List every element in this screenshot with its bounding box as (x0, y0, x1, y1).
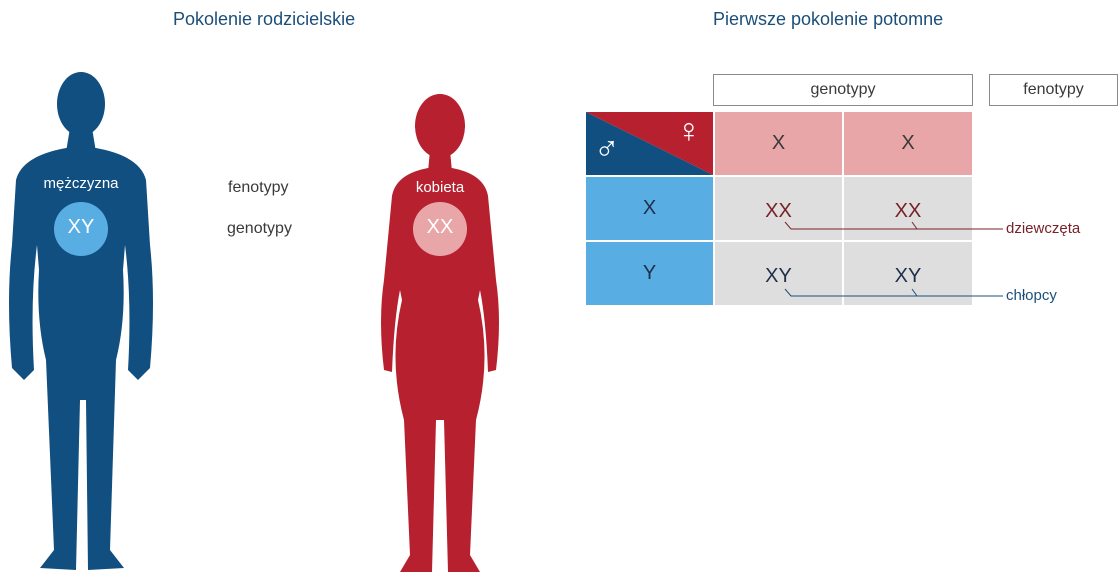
male-label: mężczyzna (31, 175, 131, 192)
male-silhouette (9, 72, 153, 570)
male-gamete-x: X (586, 177, 713, 240)
girls-phenotype-label: dziewczęta (1006, 220, 1080, 237)
phenotypes-header-box: fenotypy (989, 74, 1118, 106)
male-gamete-y: Y (586, 242, 713, 305)
offspring-cell-2-1: XY (715, 242, 842, 305)
female-gamete-2: X (844, 112, 972, 175)
female-genotype: XX (413, 216, 467, 239)
boys-phenotype-label: chłopcy (1006, 287, 1057, 304)
male-genotype: XY (54, 216, 108, 239)
female-gamete-1: X (715, 112, 842, 175)
offspring-cell-1-2: XX (844, 177, 972, 240)
male-symbol-icon: ♂ (594, 132, 620, 166)
offspring-cell-1-1: XX (715, 177, 842, 240)
offspring-cell-2-2: XY (844, 242, 972, 305)
female-label: kobieta (395, 179, 485, 196)
female-symbol-icon: ♀ (676, 114, 702, 148)
female-silhouette (381, 94, 499, 572)
genotypes-header-box: genotypy (713, 74, 973, 106)
genotypes-row-label: genotypy (227, 220, 292, 238)
phenotypes-row-label: fenotypy (228, 179, 288, 197)
